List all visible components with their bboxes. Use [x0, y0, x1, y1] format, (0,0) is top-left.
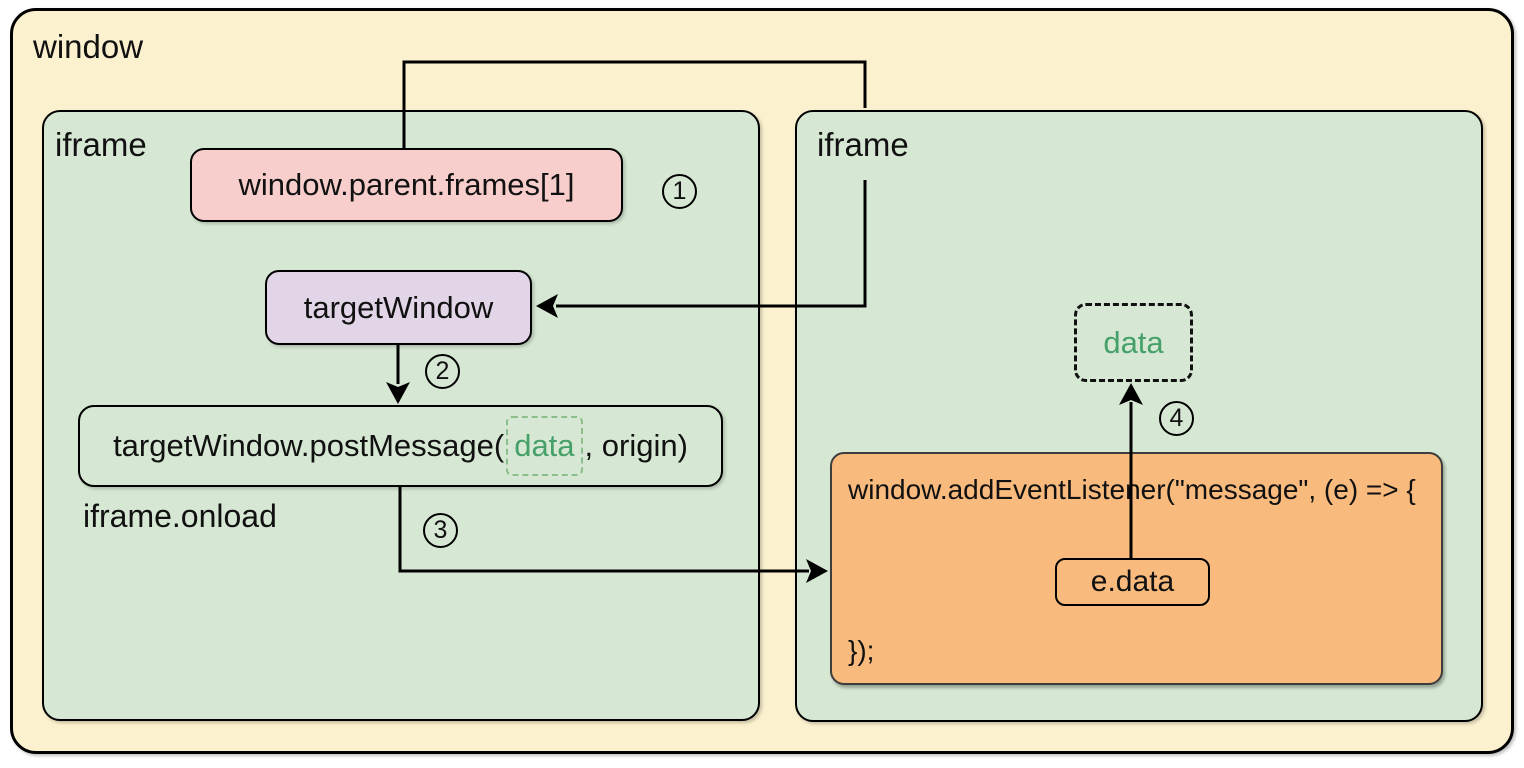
frames-reference-box: window.parent.frames[1] [190, 148, 623, 222]
message-listener-box: window.addEventListener("message", (e) =… [830, 452, 1443, 685]
listener-code-close: }); [848, 635, 875, 666]
iframe-onload-label: iframe.onload [83, 498, 277, 534]
post-message-suffix: , origin) [584, 428, 688, 463]
target-window-box: targetWindow [265, 270, 532, 345]
listener-code-open: window.addEventListener("message", (e) =… [848, 474, 1416, 505]
window-label: window [33, 28, 144, 65]
received-data-label: data [1103, 324, 1164, 360]
post-message-prefix: targetWindow.postMessage( [113, 428, 505, 463]
step-2-badge: 2 [425, 354, 460, 389]
event-data-box: e.data [1055, 558, 1210, 606]
target-window-label: targetWindow [303, 289, 494, 325]
post-message-box: targetWindow.postMessage(data, origin) [78, 405, 723, 487]
step-4-badge: 4 [1159, 401, 1194, 436]
right-iframe-label: iframe [817, 126, 909, 163]
event-data-label: e.data [1090, 565, 1175, 598]
step-3-badge: 3 [423, 513, 458, 548]
frames-reference-label: window.parent.frames[1] [238, 167, 575, 202]
left-iframe-label: iframe [55, 126, 147, 163]
post-message-data-arg: data [506, 416, 583, 476]
step-1-badge: 1 [662, 174, 697, 209]
received-data-box: data [1074, 303, 1193, 382]
